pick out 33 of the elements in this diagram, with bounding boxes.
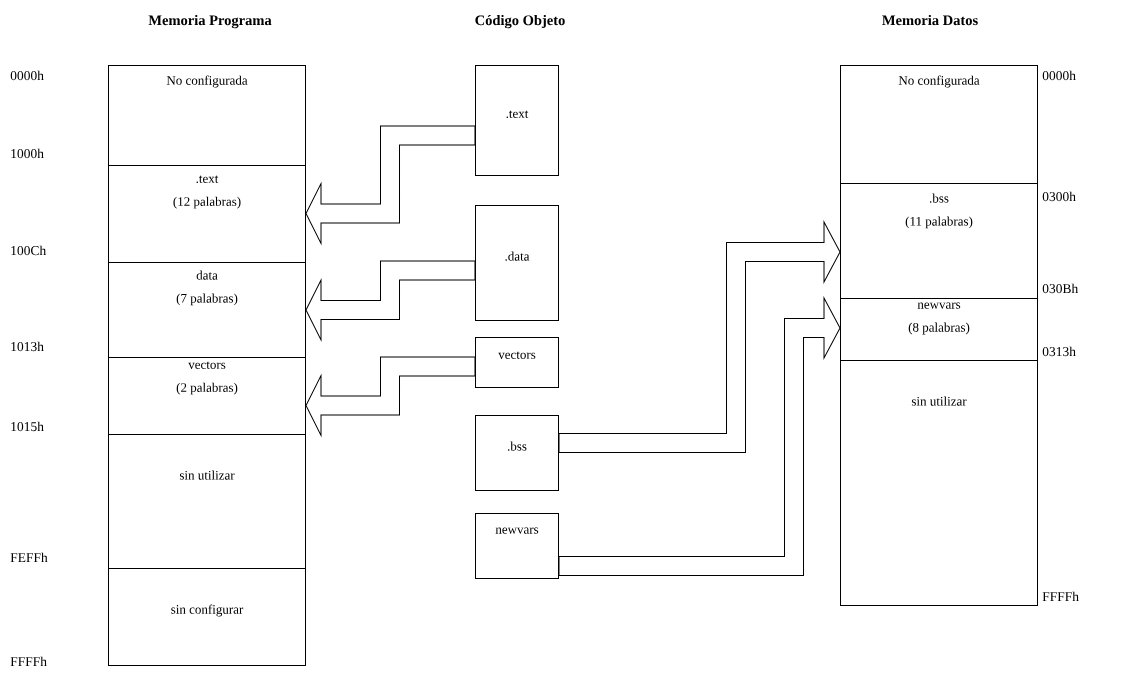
- address-label: 100Ch: [11, 245, 47, 256]
- memory-segment: No configurada: [108, 65, 306, 166]
- address-label: 030Bh: [1042, 283, 1079, 294]
- section-box: newvars: [475, 513, 559, 579]
- block-arrow: [558, 221, 841, 453]
- memory-segment: newvars (8 palabras): [840, 298, 1038, 361]
- section-box: .bss: [475, 415, 559, 491]
- address-label: FEFFh: [10, 552, 48, 562]
- address-label: 0300h: [1042, 191, 1076, 202]
- column-heading: Código Objeto: [475, 14, 565, 29]
- address-label: FFFFh: [10, 656, 47, 666]
- block-arrow: [558, 297, 841, 576]
- address-label: 0000h: [10, 70, 44, 81]
- memory-segment: data (7 palabras): [108, 262, 306, 358]
- section-box: .text: [475, 65, 559, 176]
- address-label: 1013h: [11, 341, 44, 352]
- memory-segment: .bss (11 palabras): [840, 183, 1038, 299]
- block-arrow: [305, 260, 476, 341]
- memory-segment: .text (12 palabras): [108, 165, 306, 263]
- address-label: 0313h: [1042, 346, 1076, 357]
- section-box: vectors: [475, 337, 559, 388]
- memory-segment: sin configurar: [108, 568, 306, 666]
- section-box: .data: [475, 205, 559, 321]
- column-heading: Memoria Programa: [148, 14, 272, 29]
- address-label: 1000h: [11, 148, 44, 159]
- memory-segment: sin utilizar: [108, 434, 306, 569]
- memory-segment: sin utilizar: [840, 360, 1038, 606]
- column-heading: Memoria Datos: [882, 14, 978, 26]
- address-label: 1015h: [11, 421, 44, 432]
- memory-segment: vectors (2 palabras): [108, 357, 306, 435]
- block-arrow: [305, 125, 476, 244]
- block-arrow: [305, 356, 476, 436]
- memory-segment: No configurada: [840, 65, 1038, 184]
